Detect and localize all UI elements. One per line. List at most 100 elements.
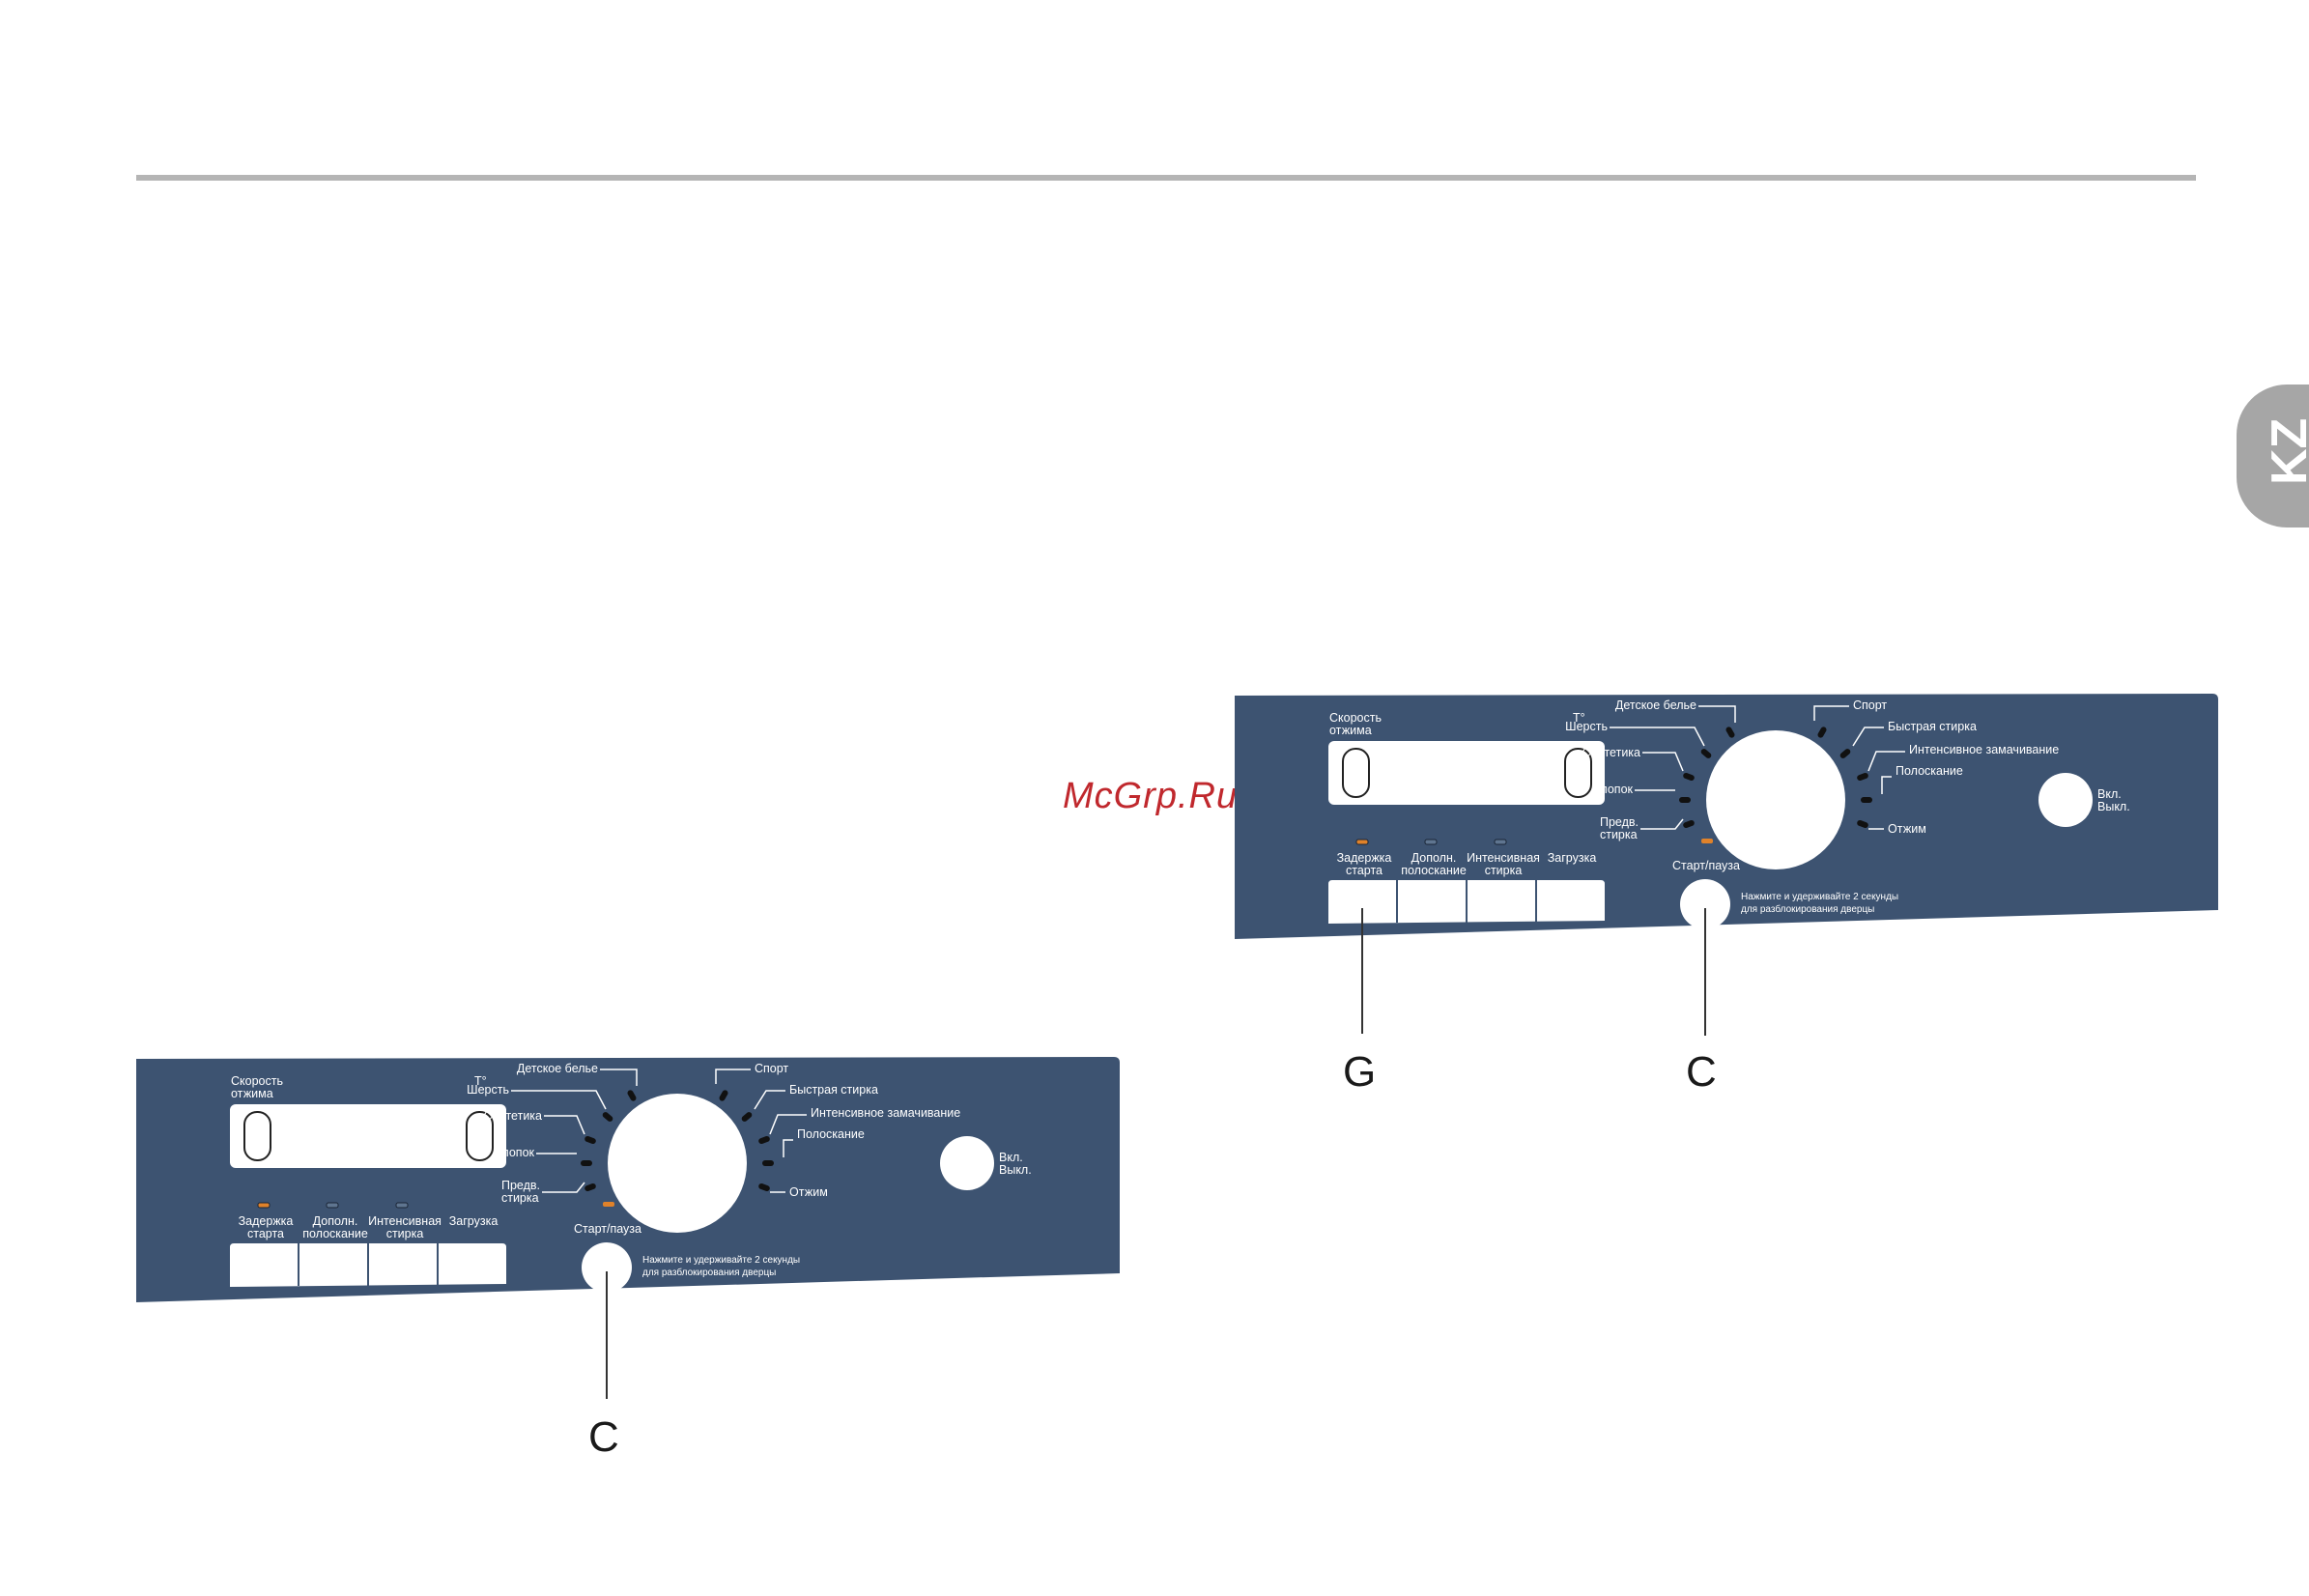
program-marker bbox=[758, 1183, 770, 1192]
option-led bbox=[1494, 839, 1507, 845]
temp-digit-indicator bbox=[466, 1111, 494, 1161]
program-leader-line bbox=[1640, 818, 1684, 830]
program-marker bbox=[719, 1090, 728, 1101]
program-label-right: Быстрая стирка bbox=[789, 1083, 878, 1097]
program-marker bbox=[1861, 797, 1872, 803]
program-label-left: Хлопок bbox=[494, 1146, 534, 1159]
display-window bbox=[230, 1104, 506, 1168]
option-led bbox=[395, 1202, 409, 1209]
temperature-label: T° bbox=[474, 1074, 487, 1088]
program-marker bbox=[741, 1112, 753, 1122]
power-label: Вкл. Выкл. bbox=[999, 1151, 1032, 1177]
program-marker bbox=[1683, 819, 1695, 829]
program-label-left: Шерсть bbox=[1565, 720, 1608, 733]
program-marker bbox=[627, 1090, 637, 1101]
program-label-right: Спорт bbox=[755, 1062, 789, 1075]
program-leader-line bbox=[754, 1090, 785, 1110]
program-label-right: Интенсивное замачивание bbox=[1909, 743, 2060, 756]
program-label-right: Полоскание bbox=[797, 1127, 865, 1141]
option-label: Интенсивная стирка bbox=[368, 1214, 442, 1240]
program-leader-line bbox=[1642, 752, 1684, 772]
spin-speed-label: Скорость отжима bbox=[231, 1074, 283, 1100]
temperature-label: T° bbox=[1573, 711, 1585, 725]
panel-graphics bbox=[136, 1057, 1120, 1302]
option-label: Интенсивная стирка bbox=[1467, 851, 1540, 877]
program-dial[interactable] bbox=[608, 1094, 747, 1233]
option-label: Загрузка bbox=[1547, 851, 1597, 865]
header-rule bbox=[136, 175, 2196, 181]
spin-speed-label: Скорость отжима bbox=[1329, 711, 1382, 737]
option-label: Задержка старта bbox=[1336, 851, 1392, 877]
start-pause-label: Старт/пауза bbox=[574, 1222, 641, 1236]
program-label-left: Детское белье bbox=[1614, 698, 1696, 712]
program-marker bbox=[758, 1135, 770, 1145]
program-label-right: Интенсивное замачивание bbox=[811, 1106, 961, 1120]
program-marker bbox=[1679, 797, 1691, 803]
program-marker bbox=[602, 1112, 613, 1122]
program-label-right: Быстрая стирка bbox=[1888, 720, 1977, 733]
language-tab[interactable] bbox=[2237, 385, 2309, 527]
callout-c-top: C bbox=[1686, 1048, 1717, 1096]
program-label-left: Шерсть bbox=[467, 1083, 509, 1097]
prewash-led bbox=[1701, 839, 1713, 843]
program-marker bbox=[1857, 819, 1868, 829]
panel-graphics bbox=[1235, 694, 2218, 939]
callout-g: G bbox=[1343, 1048, 1377, 1096]
program-leader-line bbox=[1852, 727, 1884, 747]
program-marker bbox=[581, 1160, 592, 1166]
temp-digit-indicator bbox=[1564, 748, 1592, 798]
program-leader-line bbox=[511, 1090, 607, 1110]
program-marker bbox=[762, 1160, 774, 1166]
program-label-left: Синтетика bbox=[1582, 746, 1640, 759]
program-leader-line bbox=[1881, 776, 1892, 794]
control-panel-top: Скорость отжима T° Задержка старта Дополн. … bbox=[1235, 694, 2218, 945]
program-marker bbox=[1817, 727, 1827, 738]
display-window bbox=[1328, 741, 1605, 805]
program-label-right: Спорт bbox=[1853, 698, 1888, 712]
program-leader-line bbox=[769, 1114, 807, 1135]
program-marker bbox=[1725, 727, 1735, 738]
program-leader-line bbox=[542, 1182, 585, 1193]
program-label-left: Предв. стирка bbox=[1599, 815, 1639, 841]
program-leader-line bbox=[600, 1069, 638, 1086]
program-leader-line bbox=[1610, 727, 1705, 747]
option-label: Задержка старта bbox=[238, 1214, 294, 1240]
program-leader-line bbox=[1867, 751, 1905, 772]
option-led bbox=[326, 1202, 339, 1209]
program-leader-line bbox=[783, 1139, 793, 1157]
power-button[interactable] bbox=[2038, 773, 2093, 827]
start-pause-label: Старт/пауза bbox=[1672, 859, 1740, 872]
start-pause-button[interactable] bbox=[1680, 879, 1730, 929]
program-marker bbox=[584, 1135, 596, 1145]
program-leader-line bbox=[1813, 705, 1849, 721]
program-leader-line bbox=[1698, 705, 1736, 723]
option-led bbox=[257, 1202, 271, 1209]
option-label: Дополн. полоскание bbox=[1401, 851, 1467, 877]
spin-digit-indicator bbox=[243, 1111, 271, 1161]
option-label: Загрузка bbox=[448, 1214, 499, 1228]
door-unlock-hint: Нажмите и удерживайте 2 секунды для разб… bbox=[642, 1255, 801, 1278]
option-led bbox=[1355, 839, 1369, 845]
program-marker bbox=[1839, 749, 1851, 758]
program-marker bbox=[1857, 772, 1868, 782]
watermark: McGrp.Ru bbox=[1063, 776, 1239, 816]
program-label-left: Синтетика bbox=[483, 1109, 542, 1123]
program-label-right: Отжим bbox=[789, 1185, 828, 1199]
program-label-left: Хлопок bbox=[1592, 783, 1633, 796]
program-dial[interactable] bbox=[1706, 730, 1845, 869]
spin-digit-indicator bbox=[1342, 748, 1370, 798]
program-label-left: Предв. стирка bbox=[500, 1179, 540, 1205]
program-marker bbox=[1683, 772, 1695, 782]
prewash-led bbox=[603, 1202, 614, 1207]
callout-c-bottom: C bbox=[588, 1413, 619, 1461]
power-button[interactable] bbox=[940, 1136, 994, 1190]
option-label: Дополн. полоскание bbox=[302, 1214, 368, 1240]
program-leader-line bbox=[544, 1115, 585, 1135]
program-marker bbox=[584, 1183, 596, 1192]
start-pause-button[interactable] bbox=[582, 1242, 632, 1293]
option-led bbox=[1424, 839, 1438, 845]
program-label-left: Детское белье bbox=[516, 1062, 598, 1075]
program-leader-line bbox=[715, 1069, 751, 1084]
program-label-right: Полоскание bbox=[1896, 764, 1963, 778]
